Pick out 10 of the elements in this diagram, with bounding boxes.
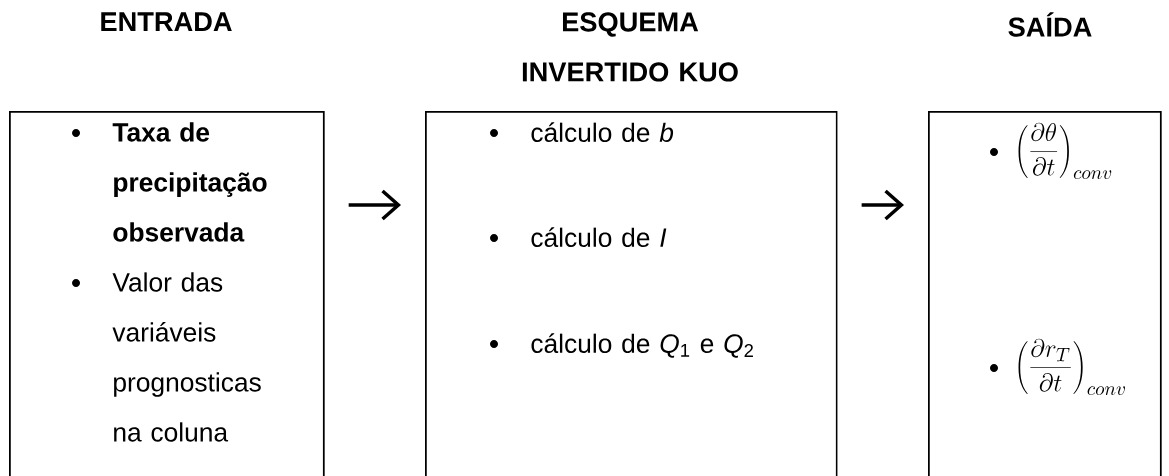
list-item: cálculo de Q$_{1}$ e Q$_{2}$ <box>531 333 753 358</box>
list-item: Valor das variáveis prognosticas na coluna <box>112 272 261 442</box>
formula: $\left(\frac{\partial\theta}{\partial t}\right)_{conv}$ <box>1018 122 1112 180</box>
formula: $\left(\frac{\partial r_{T}}{\partial t}\right)_{conv}$ <box>1018 338 1125 396</box>
list-item: Taxa de precipitação observada <box>112 122 267 242</box>
column-heading: SAÍDA <box>1008 12 1092 37</box>
list-item: cálculo de b <box>531 122 674 142</box>
list-item: cálculo de I <box>531 227 667 247</box>
column-heading: ESQUEMA INVERTIDO KUO <box>522 12 738 82</box>
column-heading: ENTRADA <box>101 12 232 32</box>
